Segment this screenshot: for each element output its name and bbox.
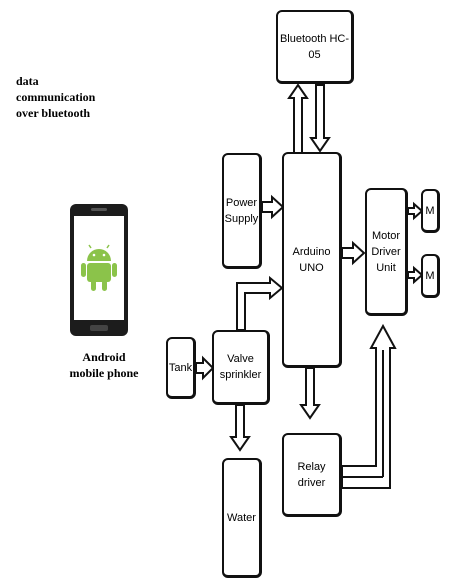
power-supply-block: Power Supply: [222, 153, 262, 269]
arrow-arduino-to-motor-driver: [341, 240, 366, 266]
motor-2-block: M: [421, 254, 440, 298]
arrow-power-to-arduino: [261, 194, 285, 220]
arrow-relay-to-motor-driver: [341, 323, 397, 489]
android-robot-icon: [81, 244, 117, 291]
motor-driver-block: Motor Driver Unit: [365, 188, 408, 316]
valve-sprinkler-block: Valve sprinkler: [212, 330, 270, 405]
android-phone-icon: [70, 204, 128, 336]
arduino-uno-block: Arduino UNO: [282, 152, 342, 368]
relay-driver-block: Relay driver: [282, 433, 342, 517]
arrow-arduino-to-bluetooth: [287, 83, 309, 154]
water-block: Water: [222, 458, 262, 578]
bluetooth-link-caption: data communication over bluetooth: [16, 74, 96, 120]
bluetooth-module-block: Bluetooth HC-05: [276, 10, 354, 84]
tank-block: Tank: [166, 337, 196, 399]
arrow-valve-to-water: [229, 404, 251, 452]
arrow-valve-to-arduino: [236, 275, 284, 331]
arrow-tank-to-valve: [195, 355, 215, 381]
arrow-driver-to-motor-2: [407, 265, 424, 285]
arrow-driver-to-motor-1: [407, 201, 424, 221]
arrow-arduino-to-relay: [299, 367, 321, 420]
motor-1-block: M: [421, 189, 440, 233]
arrow-bluetooth-to-arduino: [309, 84, 331, 153]
phone-caption: Android mobile phone: [69, 350, 139, 380]
